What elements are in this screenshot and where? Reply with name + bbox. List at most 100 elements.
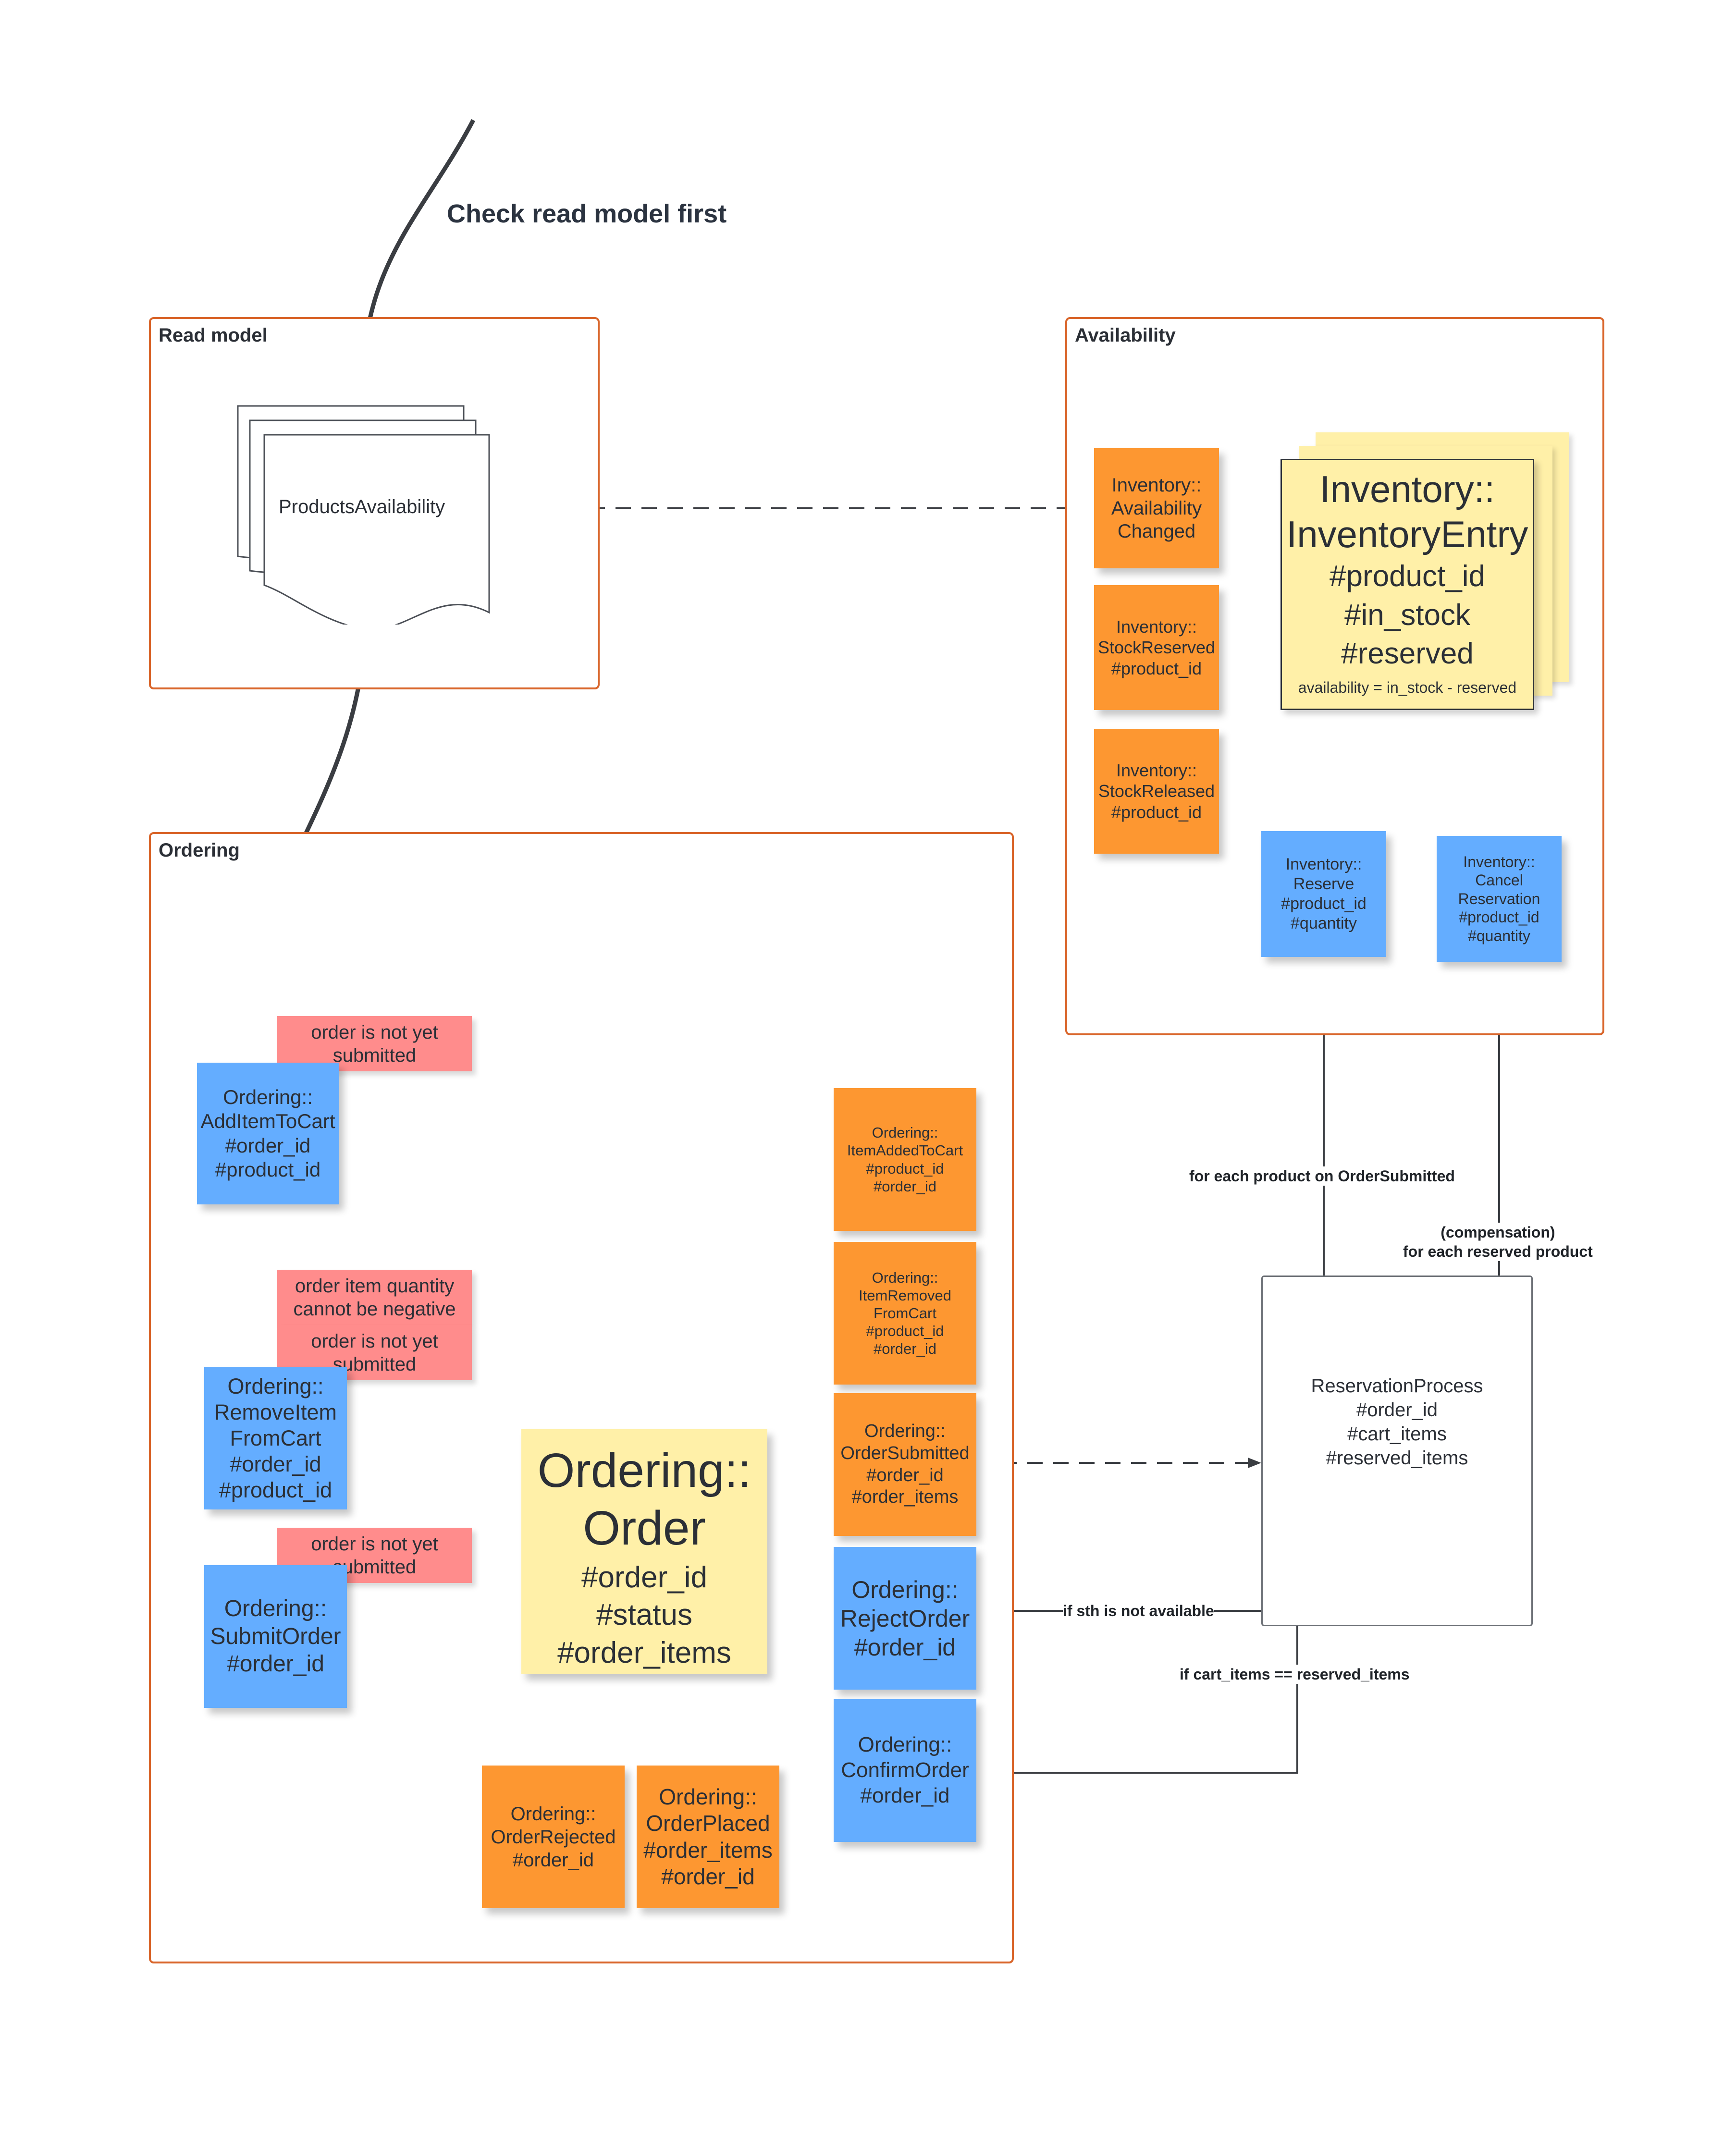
command-line: #order_id bbox=[227, 1651, 324, 1677]
command-line: Cancel bbox=[1475, 871, 1523, 889]
command-line: RejectOrder bbox=[840, 1605, 970, 1632]
inventory-entry-aggregate[interactable]: Inventory:: InventoryEntry #product_id #… bbox=[1280, 459, 1534, 710]
event-line: #order_id bbox=[661, 1864, 755, 1889]
command-line: Inventory:: bbox=[1463, 853, 1535, 871]
command-line: #product_id bbox=[1459, 908, 1539, 926]
command-line: SubmitOrder bbox=[210, 1623, 341, 1649]
command-line: Ordering:: bbox=[858, 1733, 952, 1757]
command-line: Reserve bbox=[1293, 875, 1354, 894]
compensation-line: for each reserved product bbox=[1403, 1243, 1593, 1260]
inventory-cancel-reservation-command[interactable]: Inventory:: Cancel Reservation #product_… bbox=[1437, 836, 1562, 962]
aggregate-line: Ordering:: bbox=[537, 1444, 751, 1497]
availability-title: Availability bbox=[1075, 325, 1176, 346]
command-line: ConfirmOrder bbox=[841, 1758, 969, 1782]
event-line: #order_id bbox=[874, 1340, 936, 1358]
item-added-to-cart-event[interactable]: Ordering:: ItemAddedToCart #product_id #… bbox=[834, 1088, 976, 1231]
inventory-reserve-command[interactable]: Inventory:: Reserve #product_id #quantit… bbox=[1261, 831, 1386, 957]
event-line: OrderRejected bbox=[491, 1826, 616, 1848]
process-to-confirm bbox=[975, 1626, 1298, 1778]
process-line: #order_id bbox=[1356, 1399, 1438, 1421]
event-line: #product_id bbox=[866, 1323, 944, 1340]
command-line: #product_id bbox=[219, 1477, 332, 1502]
command-line: AddItemToCart bbox=[200, 1110, 335, 1133]
event-line: StockReleased bbox=[1098, 781, 1215, 801]
policy-remove-not-submitted: order is not yet submitted bbox=[277, 1325, 472, 1380]
event-line: Ordering:: bbox=[864, 1421, 946, 1442]
aggregate-line: Order bbox=[583, 1501, 706, 1555]
event-line: OrderSubmitted bbox=[840, 1443, 970, 1463]
compensation-line: (compensation) bbox=[1441, 1224, 1555, 1241]
stock-released-event[interactable]: Inventory:: StockReleased #product_id bbox=[1094, 729, 1219, 854]
process-line: ReservationProcess bbox=[1311, 1375, 1483, 1397]
event-line: #product_id bbox=[866, 1160, 944, 1177]
inventory-entry-line: Inventory:: bbox=[1319, 468, 1495, 510]
inventory-entry-line: #reserved bbox=[1341, 637, 1474, 670]
aggregate-line: #order_id bbox=[581, 1561, 707, 1594]
event-line: Inventory:: bbox=[1111, 475, 1202, 496]
event-line: Inventory:: bbox=[1116, 760, 1197, 781]
event-line: #product_id bbox=[1111, 802, 1202, 822]
remove-item-from-cart-command[interactable]: Ordering:: RemoveItem FromCart #order_id… bbox=[204, 1367, 347, 1509]
event-line: #order_items bbox=[643, 1837, 773, 1863]
event-line: OrderPlaced bbox=[646, 1811, 770, 1836]
command-line: #order_id bbox=[854, 1633, 956, 1661]
policy-line: order item quantity bbox=[295, 1275, 455, 1297]
policy-line: cannot be negative bbox=[293, 1298, 456, 1320]
read-model-title: Read model bbox=[159, 325, 268, 346]
event-line: Availability bbox=[1111, 498, 1202, 519]
policy-line: order is not yet bbox=[311, 1021, 438, 1043]
event-line: #product_id bbox=[1111, 658, 1202, 678]
order-rejected-event[interactable]: Ordering:: OrderRejected #order_id bbox=[482, 1766, 625, 1908]
event-line: Changed bbox=[1117, 521, 1196, 542]
event-line: Ordering:: bbox=[510, 1803, 596, 1825]
availability-changed-event[interactable]: Inventory:: Availability Changed bbox=[1094, 448, 1219, 568]
order-submitted-event[interactable]: Ordering:: OrderSubmitted #order_id #ord… bbox=[834, 1393, 976, 1536]
inventory-entry-line: #in_stock bbox=[1344, 598, 1470, 632]
reject-order-command[interactable]: Ordering:: RejectOrder #order_id bbox=[834, 1547, 976, 1690]
aggregate-line: #order_items bbox=[557, 1636, 731, 1669]
command-line: #product_id bbox=[1281, 895, 1367, 913]
command-line: #quantity bbox=[1468, 927, 1530, 944]
command-line: Ordering:: bbox=[224, 1596, 327, 1622]
event-line: Inventory:: bbox=[1116, 617, 1197, 637]
not-available-label: if sth is not available bbox=[1063, 1601, 1214, 1620]
inventory-entry-line: #product_id bbox=[1329, 560, 1486, 593]
compensation-label: (compensation) for each reserved product bbox=[1403, 1223, 1593, 1261]
aggregate-line: #status bbox=[596, 1598, 692, 1632]
command-line: #product_id bbox=[215, 1158, 321, 1181]
policy-line: order is not yet bbox=[311, 1330, 438, 1352]
command-line: FromCart bbox=[230, 1425, 321, 1450]
products-availability-document[interactable] bbox=[235, 404, 495, 625]
command-line: #quantity bbox=[1291, 914, 1357, 932]
event-line: Ordering:: bbox=[872, 1124, 938, 1141]
products-availability-label: ProductsAvailability bbox=[279, 496, 445, 517]
reservation-process[interactable]: ReservationProcess #order_id #cart_items… bbox=[1261, 1275, 1533, 1626]
event-line: #order_id bbox=[874, 1177, 936, 1195]
command-line: Ordering:: bbox=[223, 1085, 313, 1108]
inventory-entry-line: InventoryEntry bbox=[1286, 513, 1528, 555]
command-line: #order_id bbox=[860, 1783, 950, 1807]
add-item-to-cart-command[interactable]: Ordering:: AddItemToCart #order_id #prod… bbox=[197, 1063, 339, 1204]
order-aggregate[interactable]: Ordering:: Order #order_id #status #orde… bbox=[521, 1429, 767, 1674]
submit-order-command[interactable]: Ordering:: SubmitOrder #order_id bbox=[204, 1565, 347, 1708]
policy-add-not-submitted: order is not yet submitted bbox=[277, 1016, 472, 1071]
item-removed-from-cart-event[interactable]: Ordering:: ItemRemoved FromCart #product… bbox=[834, 1242, 976, 1385]
event-line: Ordering:: bbox=[872, 1269, 938, 1286]
event-line: StockReserved bbox=[1097, 638, 1216, 658]
event-line: Ordering:: bbox=[659, 1784, 757, 1810]
ordering-title: Ordering bbox=[159, 840, 240, 861]
inventory-entry-note: availability = in_stock - reserved bbox=[1298, 679, 1517, 697]
command-line: Ordering:: bbox=[227, 1374, 324, 1398]
process-line: #cart_items bbox=[1347, 1423, 1447, 1445]
event-line: ItemRemoved bbox=[859, 1287, 951, 1304]
event-line: #order_id bbox=[866, 1465, 944, 1485]
command-line: Reservation bbox=[1458, 890, 1540, 908]
process-line: #reserved_items bbox=[1326, 1447, 1468, 1469]
all-reserved-label: if cart_items == reserved_items bbox=[1180, 1665, 1410, 1684]
policy-quantity-not-negative: order item quantity cannot be negative bbox=[277, 1270, 472, 1325]
top-label: Check read model first bbox=[447, 199, 727, 228]
confirm-order-command[interactable]: Ordering:: ConfirmOrder #order_id bbox=[834, 1699, 976, 1842]
policy-line: submitted bbox=[332, 1044, 417, 1066]
stock-reserved-event[interactable]: Inventory:: StockReserved #product_id bbox=[1094, 585, 1219, 710]
order-placed-event[interactable]: Ordering:: OrderPlaced #order_items #ord… bbox=[637, 1766, 779, 1908]
